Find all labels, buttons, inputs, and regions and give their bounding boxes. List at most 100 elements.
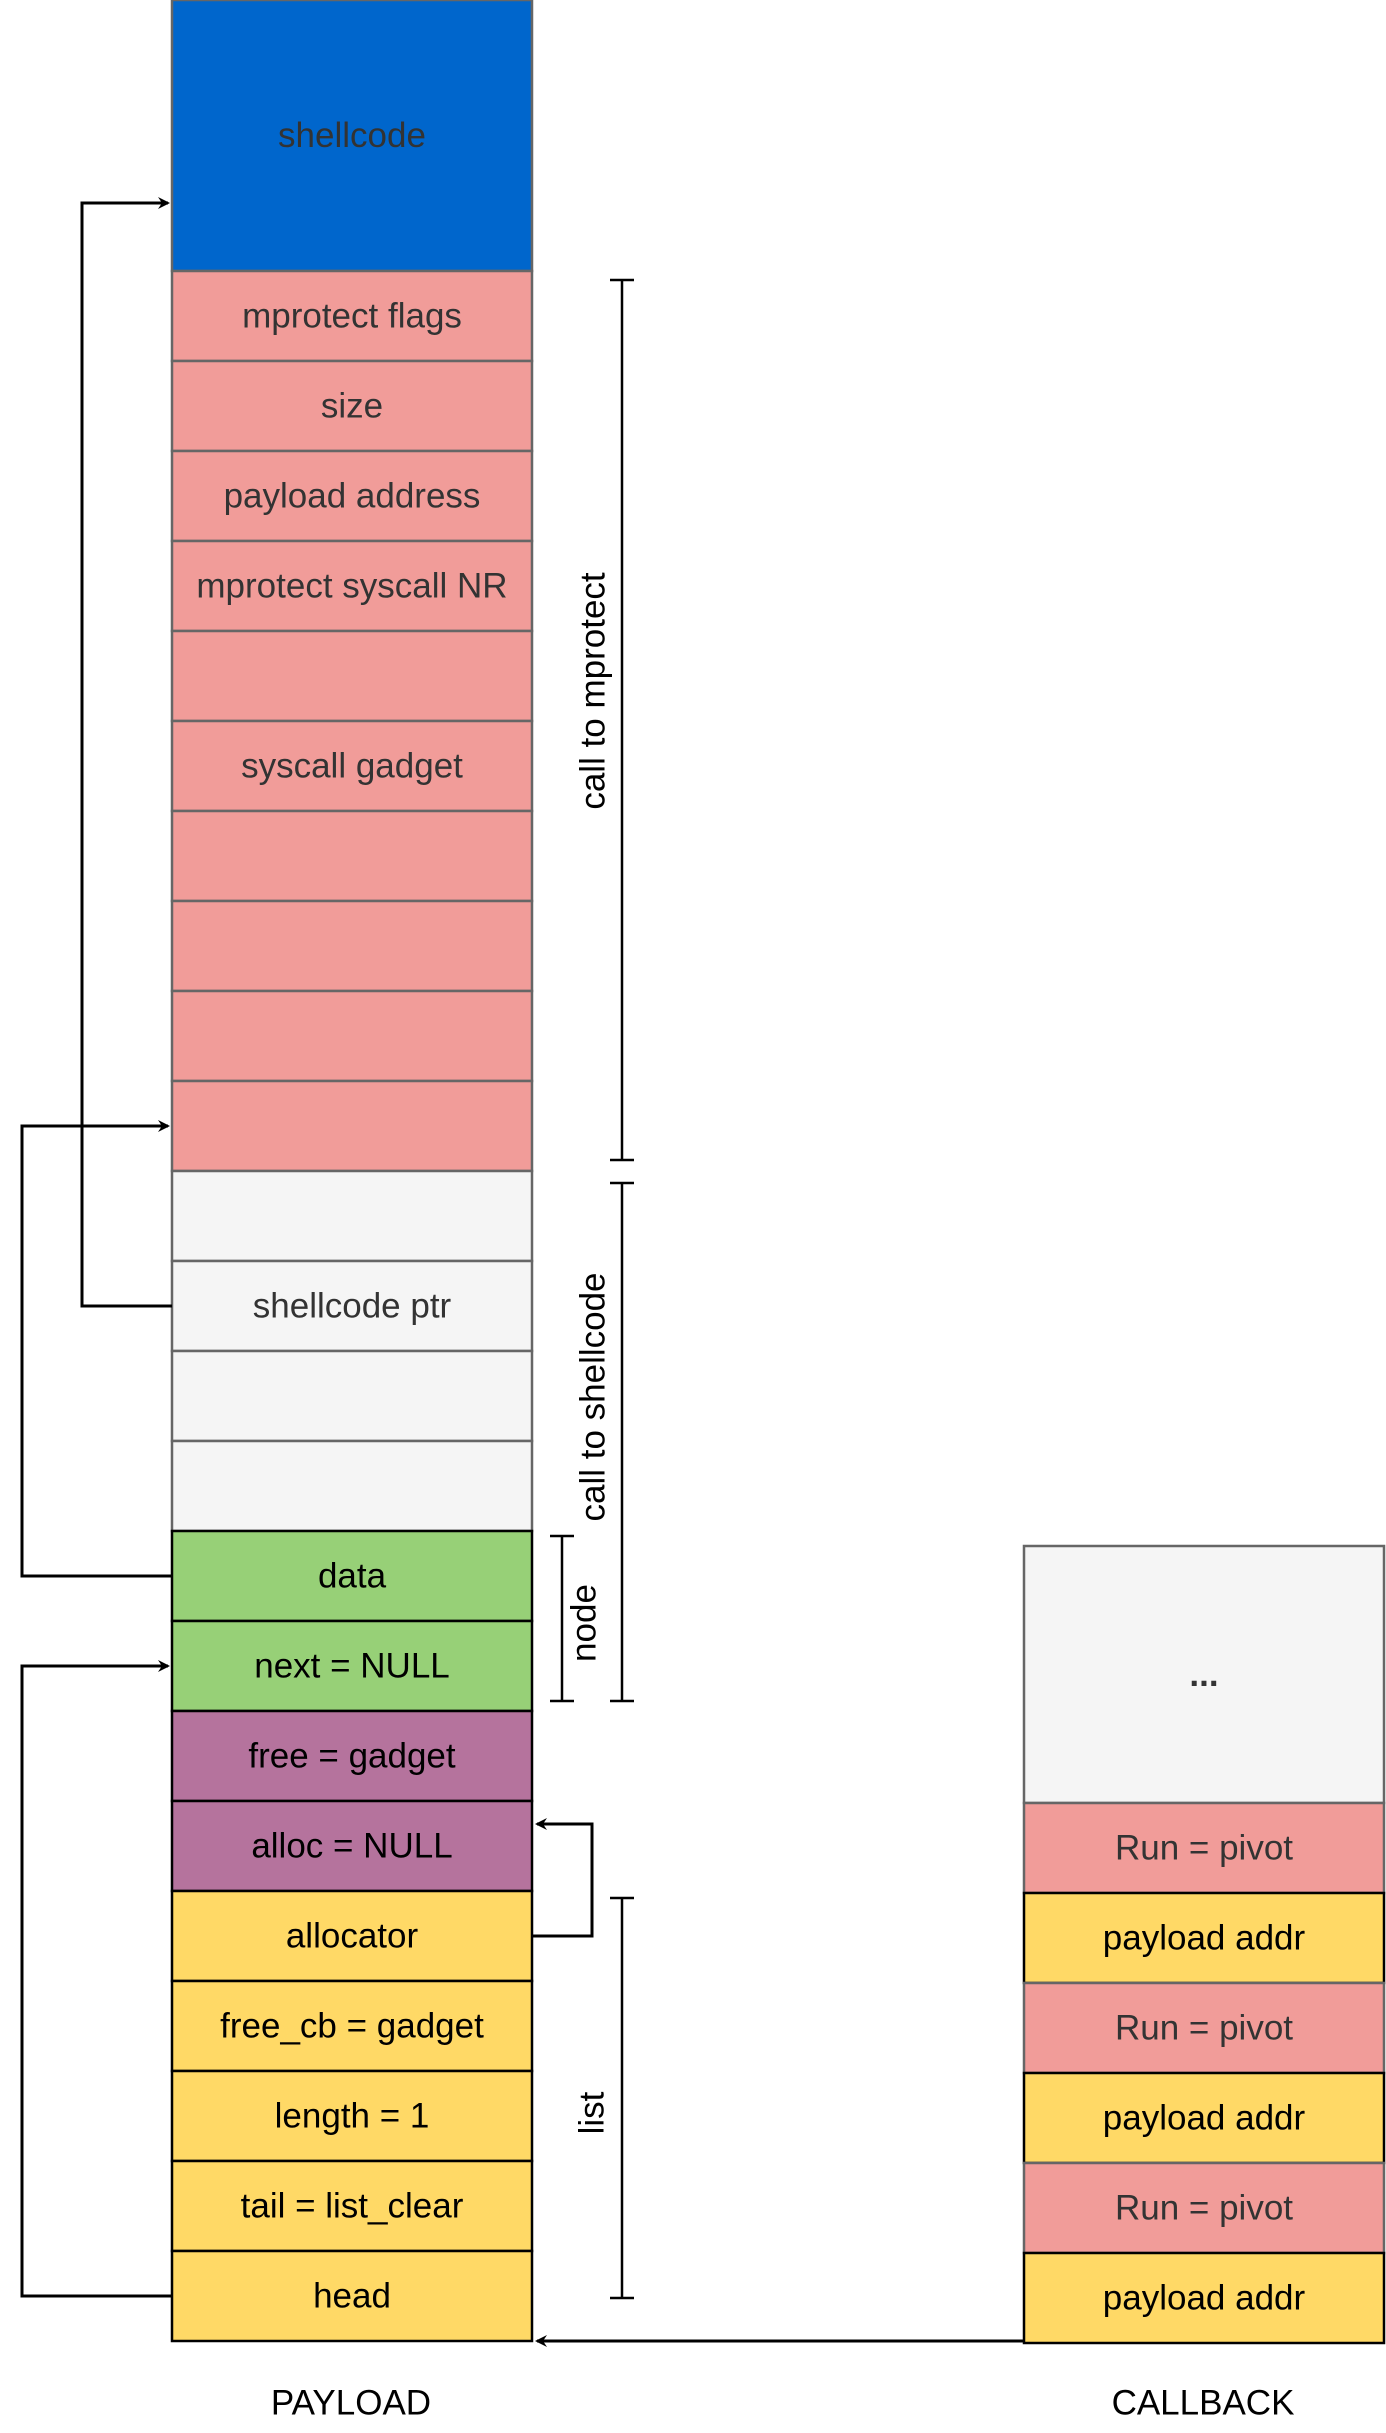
brace-call-to-mprotect: [610, 278, 634, 1162]
payload-cell-box: [170, 1349, 534, 1443]
payload-cell-empty: [170, 1169, 534, 1263]
payload-cell-box: [170, 809, 534, 903]
callback-cell-label: Run = pivot: [1115, 2009, 1293, 2048]
callback-cell-box: [1022, 2251, 1386, 2345]
payload-cell-label: length = 1: [275, 2097, 430, 2136]
callback-cell-box: [1022, 1544, 1386, 1805]
payload-caption: PAYLOAD: [271, 2384, 431, 2423]
payload-cell-label: alloc = NULL: [251, 1827, 452, 1866]
payload-cell-shellcode: shellcode: [170, 0, 534, 273]
payload-cell-label: shellcode: [278, 116, 426, 155]
payload-cell-label: mprotect syscall NR: [196, 567, 507, 606]
payload-cell-box: [170, 1709, 534, 1803]
callback-cell-box: [1022, 1981, 1386, 2075]
arrow-shellcode-ptr-to-shellcode: [80, 197, 172, 1308]
brace-call-to-shellcode: [610, 1181, 634, 1703]
payload-cell-box: [170, 719, 534, 813]
payload-cell-next-null: next = NULL: [170, 1619, 534, 1713]
callback-cell-run-pivot: Run = pivot: [1022, 1801, 1386, 1895]
callback-cell-box: [1022, 1891, 1386, 1985]
payload-cell-label: allocator: [286, 1917, 419, 1956]
payload-cell-empty: [170, 899, 534, 993]
payload-cell-syscall-gadget: syscall gadget: [170, 719, 534, 813]
payload-cell-allocator: allocator: [170, 1889, 534, 1983]
arrow-allocator-to-alloc: [532, 1818, 594, 1938]
callback-cell-label: payload addr: [1103, 2099, 1306, 2138]
callback-cell-label: payload addr: [1103, 2279, 1306, 2318]
payload-cell-box: [170, 1529, 534, 1623]
payload-cell-box: [170, 899, 534, 993]
payload-cell-empty: [170, 989, 534, 1083]
payload-cell-head: head: [170, 2249, 534, 2343]
payload-cell-box: [170, 1799, 534, 1893]
callback-cell-run-pivot: Run = pivot: [1022, 1981, 1386, 2075]
payload-cell-empty: [170, 1439, 534, 1533]
payload-cell-label: mprotect flags: [242, 297, 462, 336]
callback-cell-empty: ...: [1022, 1544, 1386, 1805]
payload-cell-label: syscall gadget: [241, 747, 463, 786]
payload-cell-box: [170, 1169, 534, 1263]
payload-cell-length-1: length = 1: [170, 2069, 534, 2163]
payload-cell-free-gadget: free = gadget: [170, 1709, 534, 1803]
payload-cell-size: size: [170, 359, 534, 453]
payload-cell-label: data: [318, 1557, 387, 1596]
payload-cell-label: head: [313, 2277, 391, 2316]
arrow-head-to-node: [20, 1660, 172, 2298]
payload-cell-box: [170, 1079, 534, 1173]
payload-cell-mprotect-flags: mprotect flags: [170, 269, 534, 363]
payload-cell-box: [170, 1619, 534, 1713]
payload-cell-box: [170, 2159, 534, 2253]
payload-cell-box: [170, 1889, 534, 1983]
payload-cell-tail-list-clear: tail = list_clear: [170, 2159, 534, 2253]
payload-cell-box: [170, 1979, 534, 2073]
payload-cell-free-cb-gadget: free_cb = gadget: [170, 1979, 534, 2073]
callback-cell-payload-addr: payload addr: [1022, 1891, 1386, 1985]
label-call-to-mprotect: call to mprotect: [574, 572, 613, 810]
callback-cell-label: Run = pivot: [1115, 2189, 1293, 2228]
label-node: node: [565, 1584, 604, 1662]
payload-cell-mprotect-syscall-nr: mprotect syscall NR: [170, 539, 534, 633]
callback-cell-run-pivot: Run = pivot: [1022, 2161, 1386, 2255]
callback-cell-payload-addr: payload addr: [1022, 2071, 1386, 2165]
payload-cell-box: [170, 539, 534, 633]
label-list: list: [573, 2091, 612, 2134]
payload-cell-box: [170, 0, 534, 273]
payload-cell-empty: [170, 1079, 534, 1173]
callback-caption: CALLBACK: [1112, 2384, 1295, 2423]
payload-cell-empty: [170, 629, 534, 723]
payload-cell-label: next = NULL: [254, 1647, 450, 1686]
payload-cell-label: size: [321, 387, 383, 426]
arrow-data-to-rop-chain: [20, 1120, 172, 1578]
payload-cell-label: free_cb = gadget: [220, 2007, 484, 2046]
callback-cell-box: [1022, 1801, 1386, 1895]
callback-cell-box: [1022, 2071, 1386, 2165]
payload-stack: shellcode mprotect flags size payload addre…: [170, 0, 534, 2343]
payload-cell-box: [170, 1439, 534, 1533]
callback-cell-label: payload addr: [1103, 1919, 1306, 1958]
payload-cell-box: [170, 989, 534, 1083]
payload-cell-box: [170, 449, 534, 543]
payload-cell-data: data: [170, 1529, 534, 1623]
payload-cell-label: tail = list_clear: [241, 2187, 464, 2226]
payload-cell-shellcode-ptr: shellcode ptr: [170, 1259, 534, 1353]
callback-cell-label: Run = pivot: [1115, 1829, 1293, 1868]
payload-cell-empty: [170, 1349, 534, 1443]
brace-list: [610, 1896, 634, 2300]
payload-cell-label: free = gadget: [248, 1737, 456, 1776]
payload-cell-box: [170, 629, 534, 723]
callback-cell-payload-addr: payload addr: [1022, 2251, 1386, 2345]
payload-cell-payload-address: payload address: [170, 449, 534, 543]
label-call-to-shellcode: call to shellcode: [574, 1272, 613, 1521]
payload-cell-label: shellcode ptr: [253, 1287, 452, 1326]
brace-node: [550, 1534, 574, 1703]
payload-cell-box: [170, 2249, 534, 2343]
callback-cell-label: ...: [1189, 1655, 1218, 1694]
payload-cell-box: [170, 269, 534, 363]
payload-cell-label: payload address: [224, 477, 481, 516]
arrows: [20, 197, 1024, 2347]
payload-cell-alloc-null: alloc = NULL: [170, 1799, 534, 1893]
braces: [550, 278, 634, 2300]
payload-cell-empty: [170, 809, 534, 903]
